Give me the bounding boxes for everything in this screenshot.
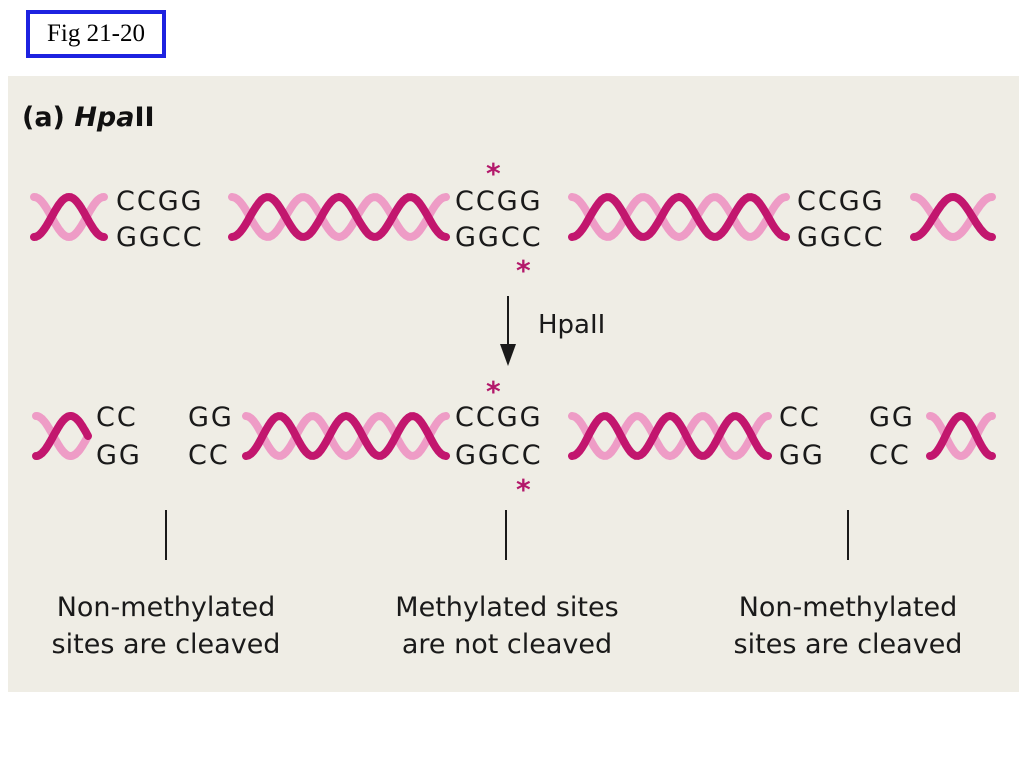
digest-arrow-head <box>500 344 516 366</box>
helix-row2-1-strand-light <box>32 412 92 460</box>
helix-row1-4-strand-dark <box>910 192 996 241</box>
site-right-top: CCGG <box>797 186 885 217</box>
middle-uncut-bottom: GGCC <box>455 440 543 471</box>
helix-row1-1 <box>30 192 108 242</box>
left-cut-b-bottom: CC <box>188 440 230 471</box>
figure-panel <box>8 76 1019 692</box>
helix-row2-3 <box>568 411 772 461</box>
helix-row2-4-strand-dark <box>926 411 996 460</box>
helix-row2-2-strand-dark <box>242 411 450 460</box>
site-left-bottom: GGCC <box>116 222 204 253</box>
caption-middle-line1: Methylated sites <box>395 592 619 623</box>
helix-row1-1-strand-dark <box>30 192 108 241</box>
panel-title-prefix: (a) <box>22 102 75 133</box>
middle-uncut-top: CCGG <box>455 402 543 433</box>
helix-row2-1-strand-dark <box>32 412 92 460</box>
helix-row2-4 <box>926 411 996 461</box>
helix-row1-2 <box>228 192 450 242</box>
site-middle-bottom: GGCC <box>455 222 543 253</box>
helix-row1-1-strand-light <box>30 193 108 242</box>
left-cut-a-bottom: GG <box>96 440 142 471</box>
dna-helix-segments <box>30 192 996 461</box>
caption-left-line2: sites are cleaved <box>51 629 281 660</box>
helix-row1-3 <box>568 192 790 242</box>
right-cut-a-bottom: GG <box>779 440 825 471</box>
caption-right-line2: sites are cleaved <box>733 629 963 660</box>
caption-left: Non-methylated sites are cleaved <box>16 589 316 663</box>
caption-left-line1: Non-methylated <box>56 592 276 623</box>
site-left-top: CCGG <box>116 186 204 217</box>
helix-row2-2 <box>242 411 450 461</box>
helix-row2-2-strand-light <box>242 412 450 461</box>
methyl-star-top-row1: * <box>486 157 501 190</box>
helix-row2-3-strand-light <box>568 412 772 461</box>
panel-title-suffix: II <box>134 102 155 133</box>
helix-row2-1 <box>32 412 92 460</box>
methyl-star-bottom-row1: * <box>516 254 531 287</box>
helix-row1-4 <box>910 192 996 242</box>
helix-row1-2-strand-light <box>228 193 450 242</box>
left-cut-a-top: CC <box>96 402 138 433</box>
methyl-star-bottom-row2: * <box>516 473 531 506</box>
figure-label: Fig 21-20 <box>26 10 166 58</box>
helix-row1-2-strand-dark <box>228 192 450 241</box>
caption-right: Non-methylated sites are cleaved <box>698 589 998 663</box>
site-middle-top: CCGG <box>455 186 543 217</box>
panel-title: (a) HpaII <box>22 102 155 133</box>
caption-right-line1: Non-methylated <box>738 592 958 623</box>
helix-row2-3-strand-dark <box>568 411 772 460</box>
helix-row1-3-strand-dark <box>568 192 790 241</box>
caption-middle-line2: are not cleaved <box>401 629 613 660</box>
right-cut-a-top: CC <box>779 402 821 433</box>
panel-title-italic: Hpa <box>74 102 135 133</box>
right-cut-b-bottom: CC <box>869 440 911 471</box>
helix-row1-3-strand-light <box>568 193 790 242</box>
right-cut-b-top: GG <box>869 402 915 433</box>
methyl-star-top-row2: * <box>486 375 501 408</box>
helix-row1-4-strand-light <box>910 193 996 242</box>
caption-middle: Methylated sites are not cleaved <box>357 589 657 663</box>
helix-row2-4-strand-light <box>926 412 996 461</box>
enzyme-label: HpaII <box>538 310 605 340</box>
left-cut-b-top: GG <box>188 402 234 433</box>
site-right-bottom: GGCC <box>797 222 885 253</box>
